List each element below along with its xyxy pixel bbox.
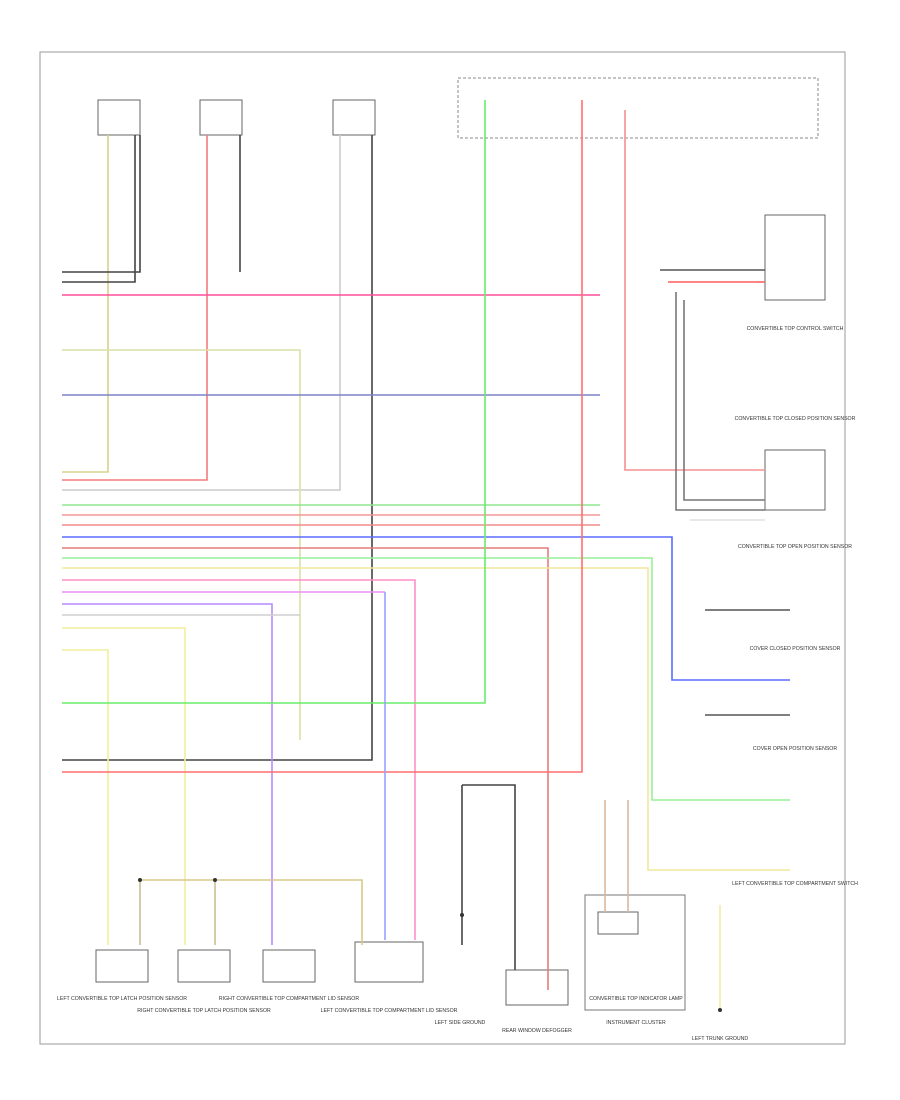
bottom-caption-7: CONVERTIBLE TOP INDICATOR LAMP <box>589 996 683 1002</box>
instrument-cluster-outline <box>584 894 686 1011</box>
wire <box>62 547 549 990</box>
wire <box>62 100 583 773</box>
instrument-cluster-label: INSTRUMENT CLUSTER <box>606 1020 666 1026</box>
right-latch-sensor-box <box>177 949 231 983</box>
left-latch-sensor-box <box>95 949 149 983</box>
wire <box>62 135 373 761</box>
right-caption-1: CONVERTIBLE TOP CONTROL SWITCH <box>747 326 844 332</box>
right-caption-3: CONVERTIBLE TOP OPEN POSITION SENSOR <box>738 544 852 550</box>
wire <box>62 557 790 801</box>
wire <box>62 649 109 945</box>
convertible-top-control-switch-box <box>764 214 826 301</box>
wire <box>62 135 136 283</box>
bottom-caption-4: LEFT CONVERTIBLE TOP COMPARTMENT LID SEN… <box>321 1008 458 1014</box>
right-caption-5: COVER OPEN POSITION SENSOR <box>753 746 837 752</box>
wire <box>62 135 141 273</box>
wire <box>62 579 416 940</box>
wire <box>62 100 486 704</box>
wire <box>62 603 273 945</box>
right-caption-2: CONVERTIBLE TOP CLOSED POSITION SENSOR <box>735 416 856 422</box>
bottom-captions: LEFT CONVERTIBLE TOP LATCH POSITION SENS… <box>57 996 748 1042</box>
bottom-caption-5: LEFT SIDE GROUND <box>435 1020 486 1026</box>
fuse-box-outline <box>457 77 819 139</box>
wire <box>624 110 765 471</box>
indicator-lamp-box <box>597 911 639 935</box>
wire <box>62 135 208 481</box>
rear-window-defogger-box <box>505 969 569 1006</box>
splice-dot <box>138 878 142 882</box>
wires <box>62 100 790 1010</box>
wire <box>683 300 765 501</box>
left-lid-sensor-box <box>354 941 424 983</box>
wire <box>62 567 790 871</box>
splice-dot <box>213 878 217 882</box>
splice-dot <box>718 1008 722 1012</box>
wire <box>62 349 301 740</box>
wire <box>62 627 186 945</box>
bottom-caption-6: REAR WINDOW DEFOGGER <box>502 1028 572 1034</box>
right-components <box>764 214 826 511</box>
right-lid-sensor-box <box>262 949 316 983</box>
wire <box>140 879 363 945</box>
wire <box>62 536 790 681</box>
bottom-components <box>95 894 686 1011</box>
right-captions: CONVERTIBLE TOP CONTROL SWITCH CONVERTIB… <box>732 326 858 887</box>
position-sensor-box <box>764 449 826 511</box>
top-component-1-box <box>97 99 141 136</box>
bottom-caption-3: RIGHT CONVERTIBLE TOP COMPARTMENT LID SE… <box>219 996 359 1002</box>
wire <box>62 135 109 473</box>
top-component-3-box <box>332 99 376 136</box>
bottom-caption-2: RIGHT CONVERTIBLE TOP LATCH POSITION SEN… <box>137 1008 271 1014</box>
diagram-frame <box>39 51 846 1045</box>
splices <box>138 878 722 1012</box>
top-components <box>97 77 819 139</box>
bottom-caption-8: LEFT TRUNK GROUND <box>692 1036 749 1042</box>
right-caption-6: LEFT CONVERTIBLE TOP COMPARTMENT SWITCH <box>732 881 858 887</box>
wire <box>462 784 516 970</box>
splice-dot <box>460 913 464 917</box>
wire <box>62 135 341 491</box>
bottom-caption-1: LEFT CONVERTIBLE TOP LATCH POSITION SENS… <box>57 996 187 1002</box>
top-component-2-box <box>199 99 243 136</box>
right-caption-4: COVER CLOSED POSITION SENSOR <box>750 646 841 652</box>
wire <box>675 292 765 511</box>
